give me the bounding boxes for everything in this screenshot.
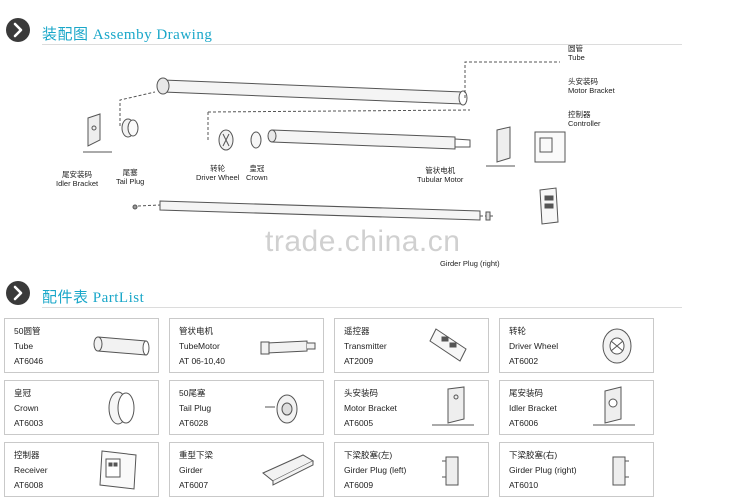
parts-grid: 50圆管 Tube AT6046 管状电机 TubeMotor AT 06-10… — [4, 318, 654, 498]
driver-wheel-icon — [602, 328, 632, 364]
receiver-icon — [99, 450, 137, 490]
fog-strip — [470, 236, 600, 248]
fog-strip — [80, 226, 260, 238]
part-card: 皇冠 Crown AT6003 — [4, 380, 159, 435]
drawing-crown — [250, 131, 262, 149]
drawing-girder — [159, 200, 481, 221]
part-card: 重型下梁 Girder AT6007 — [169, 442, 324, 497]
part-card: 管状电机 TubeMotor AT 06-10,40 — [169, 318, 324, 373]
girder-plug-left-icon — [442, 456, 459, 486]
drawing-tube — [162, 79, 464, 105]
transmitter-icon — [429, 328, 467, 362]
idler-bracket-icon — [593, 386, 635, 426]
part-card: 遥控器 Transmitter AT2009 — [334, 318, 489, 373]
crown-icon — [108, 391, 135, 425]
part-card: 下梁胶塞(左) Girder Plug (left) AT6009 — [334, 442, 489, 497]
partlist-title: 配件表 PartList — [42, 290, 145, 306]
tube-icon — [93, 336, 150, 356]
tail-plug-icon — [265, 394, 298, 424]
part-card: 头安装码 Motor Bracket AT6005 — [334, 380, 489, 435]
callout-girder-plug-right: Girder Plug (right) — [440, 259, 500, 268]
part-card: 转轮 Driver Wheel AT6002 — [499, 318, 654, 373]
part-card: 50尾塞 Tail Plug AT6028 — [169, 380, 324, 435]
girder-plug-right-icon — [612, 456, 629, 486]
section-arrow-icon — [6, 18, 30, 42]
part-card: 下梁胶塞(右) Girder Plug (right) AT6010 — [499, 442, 654, 497]
girder-icon — [262, 454, 315, 486]
drawing-motor-bracket — [496, 126, 511, 163]
motor-icon — [260, 340, 316, 355]
motor-bracket-icon — [432, 386, 474, 426]
divider — [42, 307, 682, 308]
part-card: 50圆管 Tube AT6046 — [4, 318, 159, 373]
assembly-title: 装配图 Assemby Drawing — [42, 27, 213, 43]
watermark-text: trade.china.cn — [265, 225, 461, 258]
part-card: 尾安装码 Idler Bracket AT6006 — [499, 380, 654, 435]
part-card: 控制器 Receiver AT6008 — [4, 442, 159, 497]
drawing-tubular-motor — [271, 129, 456, 150]
section-arrow-icon — [6, 281, 30, 305]
divider — [42, 44, 682, 45]
